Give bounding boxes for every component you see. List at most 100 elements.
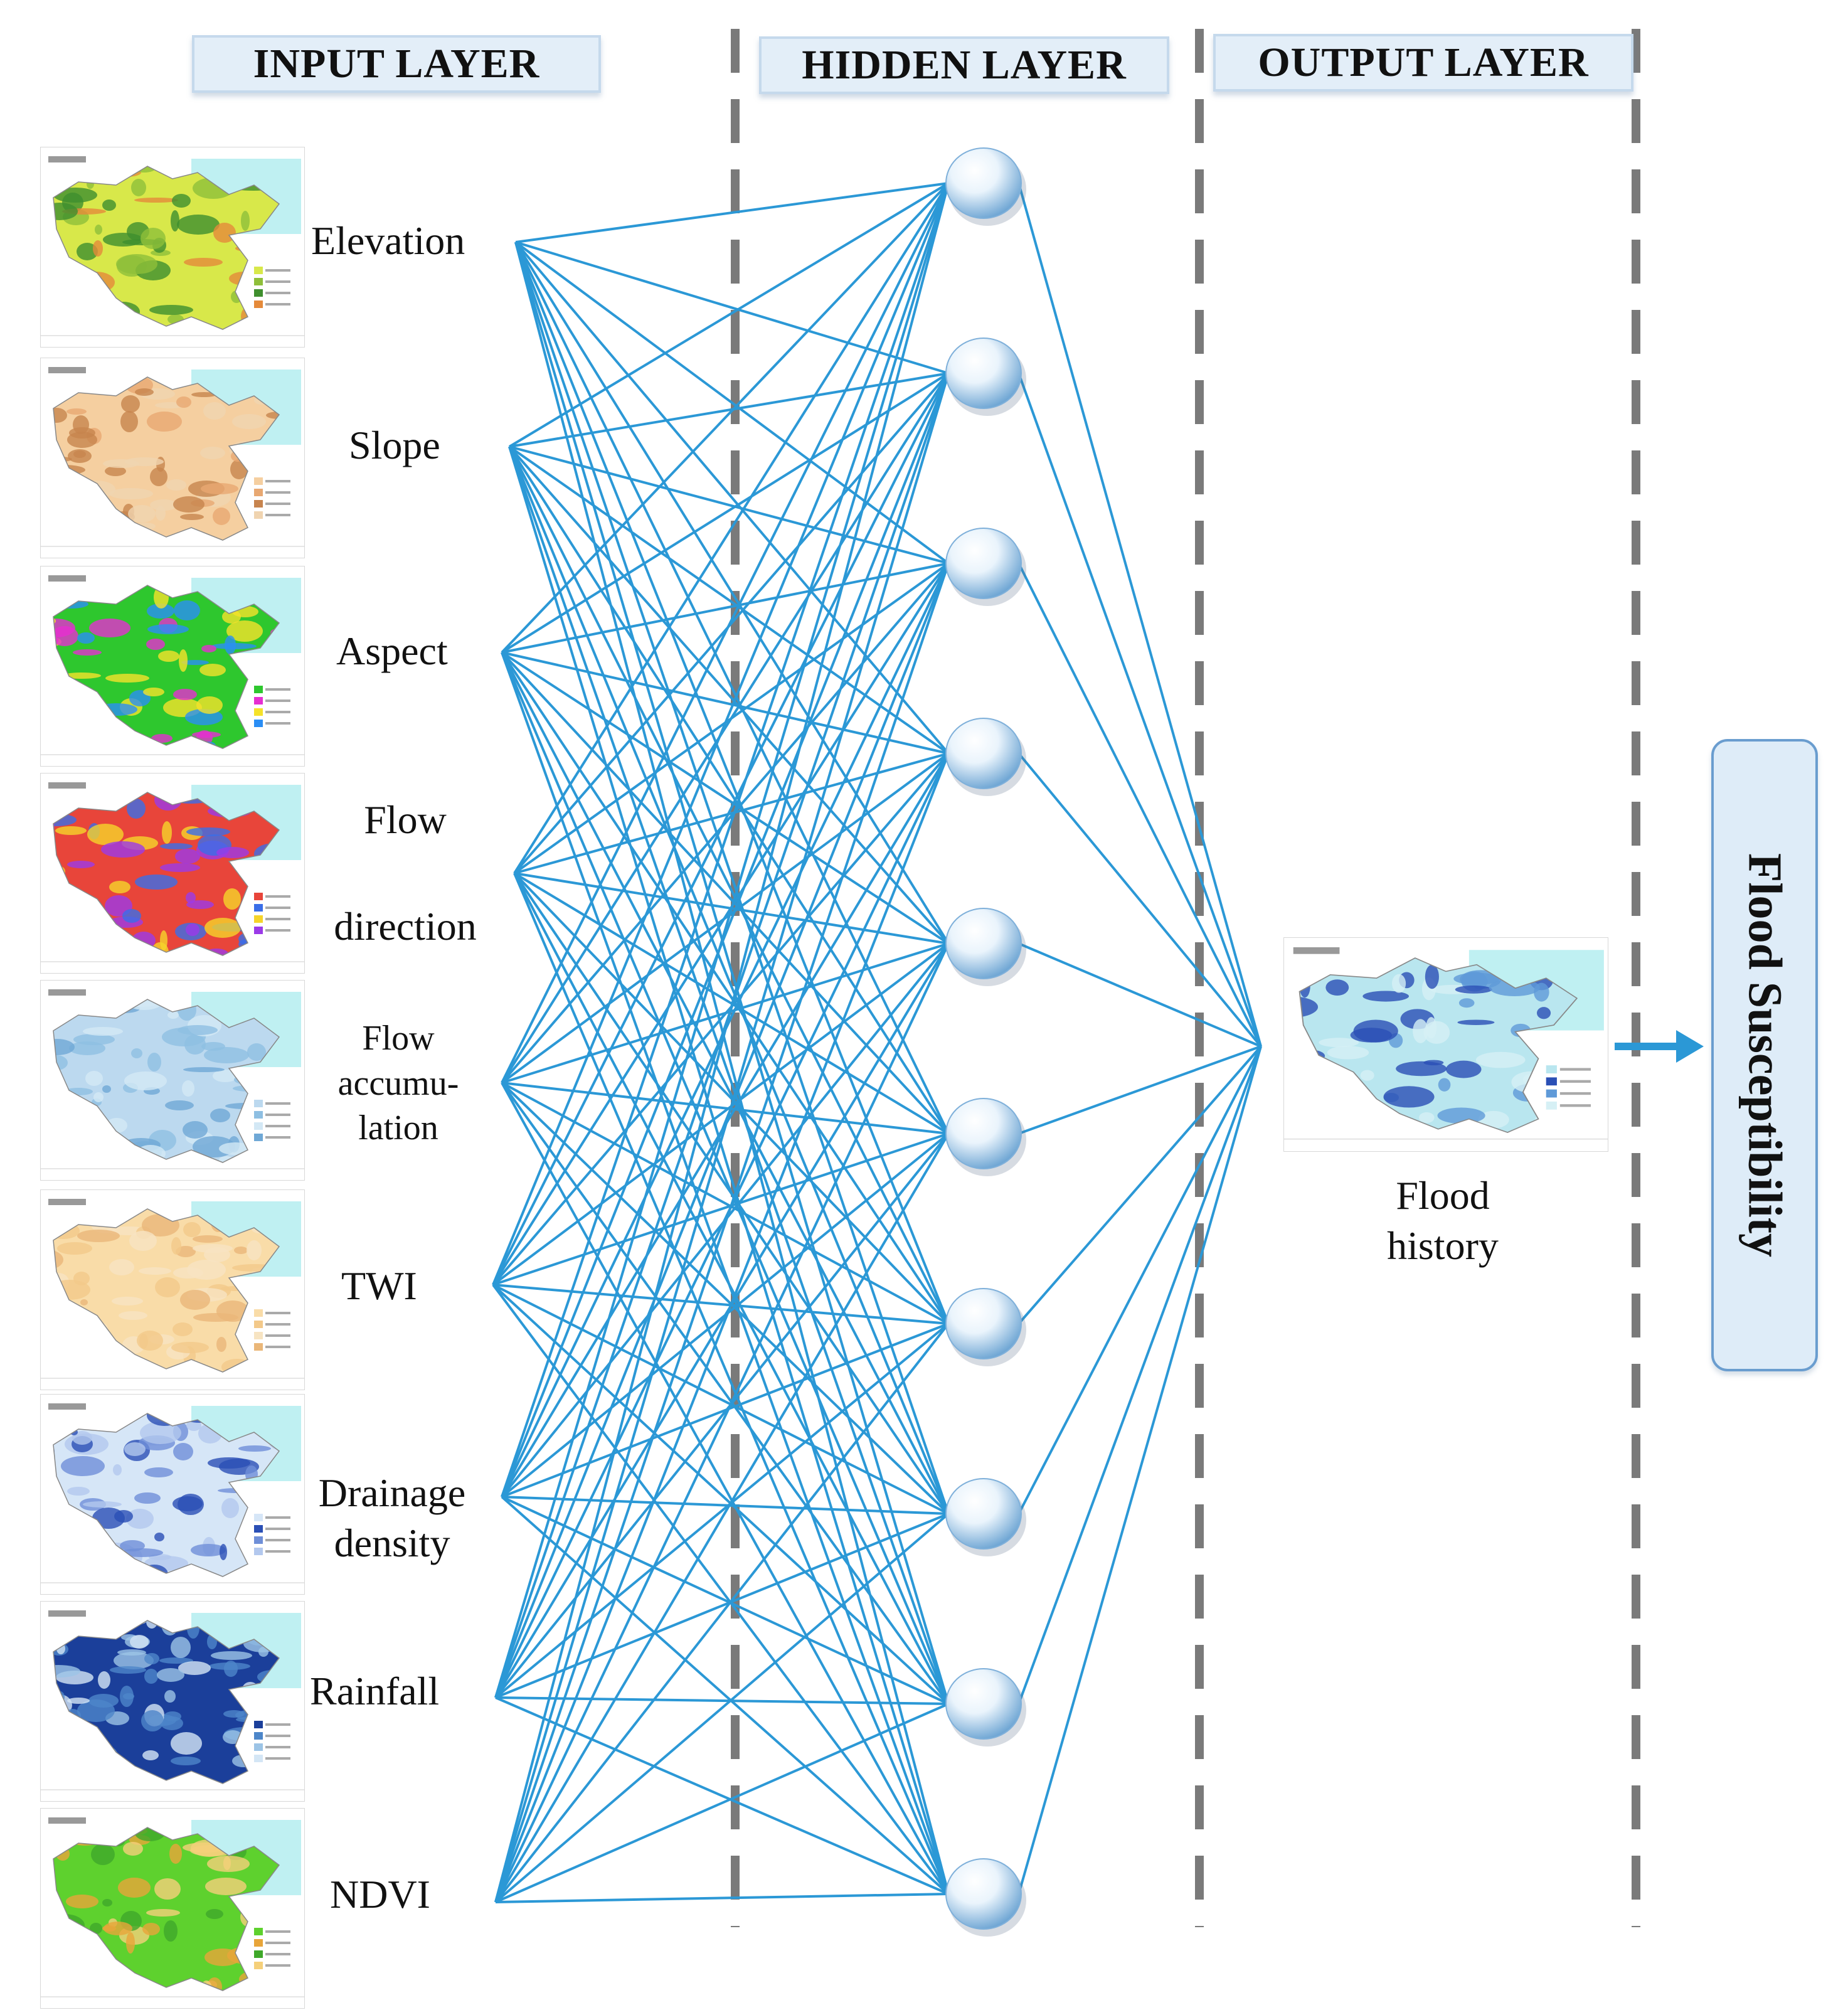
- map-texture-patch: [183, 1067, 225, 1072]
- map-scale-bar: [48, 367, 86, 373]
- map-texture-patch: [186, 892, 196, 903]
- map-texture-patch: [128, 505, 156, 523]
- map-texture-patch: [53, 1665, 80, 1678]
- map-outline: [53, 376, 280, 541]
- input-label-flow-accumulation: Flow accumu- lation: [320, 1016, 477, 1151]
- map-texture-patch: [73, 450, 86, 458]
- map-texture-patch: [187, 1260, 226, 1280]
- map-texture-patch: [146, 639, 165, 650]
- output-map-flood-history: [1283, 937, 1608, 1152]
- input-label-flow-accumulation-line3: lation: [358, 1109, 438, 1148]
- edge-input-2-hidden-10: [508, 446, 950, 1895]
- map-texture-patch: [1327, 1046, 1369, 1060]
- map-texture-patch: [62, 673, 101, 679]
- map-texture-patch: [225, 635, 236, 654]
- map-scale-bar: [48, 1403, 86, 1410]
- map-texture-patch: [164, 1920, 178, 1942]
- edge-input-1-hidden-1: [515, 182, 949, 243]
- map-texture-patch: [73, 1272, 90, 1285]
- input-map-7: [40, 1394, 305, 1595]
- map-texture-patch: [102, 199, 116, 211]
- map-texture-patch: [109, 1259, 134, 1275]
- map-texture-patch: [191, 1544, 226, 1556]
- map-texture-patch: [1478, 1110, 1509, 1129]
- edge-input-1-hidden-4: [514, 241, 950, 755]
- map-texture-patch: [204, 1047, 249, 1063]
- edge-input-2-hidden-8: [508, 446, 950, 1514]
- edge-input-1-hidden-3: [514, 241, 950, 565]
- map-texture-patch: [1455, 985, 1492, 994]
- map-legend-swatch: [254, 1721, 263, 1728]
- map-texture-patch: [120, 1540, 145, 1551]
- map-texture-patch: [216, 847, 249, 858]
- map-legend-swatch: [254, 708, 263, 716]
- map-texture-patch: [93, 240, 103, 257]
- map-texture-patch: [173, 496, 204, 513]
- map-texture-patch: [1536, 1007, 1551, 1019]
- input-label-rainfall: Rainfall: [310, 1669, 440, 1713]
- map-legend-swatch: [254, 1536, 263, 1544]
- edge-input-4-hidden-10: [513, 873, 950, 1895]
- map-legend-swatch: [254, 500, 263, 508]
- map-texture-patch: [73, 649, 102, 656]
- map-legend-swatch: [254, 1962, 263, 1969]
- edge-input-6-hidden-2: [492, 373, 950, 1285]
- edge-input-3-hidden-7: [501, 651, 950, 1325]
- map-legend-text: [265, 1550, 290, 1553]
- map-texture-patch: [160, 863, 200, 872]
- map-texture-patch: [172, 194, 191, 208]
- edge-input-1-hidden-2: [515, 241, 949, 375]
- map-legend-swatch: [254, 1950, 263, 1958]
- map-texture-patch: [53, 619, 75, 637]
- map-texture-patch: [223, 888, 241, 910]
- map-texture-patch: [247, 1043, 266, 1061]
- map-texture-patch: [129, 1231, 157, 1251]
- edge-input-8-hidden-9: [495, 1696, 949, 1705]
- edge-input-8-hidden-4: [494, 753, 950, 1698]
- map-texture-patch: [149, 305, 193, 315]
- map-legend-swatch: [254, 697, 263, 705]
- map-texture-patch: [91, 1844, 115, 1865]
- map-texture-patch: [1299, 996, 1319, 1018]
- map-texture-patch: [204, 1247, 230, 1262]
- map-texture-patch: [205, 1878, 247, 1895]
- map-texture-patch: [1425, 964, 1439, 989]
- edge-hidden-5-output: [1018, 942, 1261, 1048]
- map-texture-patch: [216, 1337, 226, 1352]
- map-legend-text: [265, 1539, 290, 1541]
- map-graphic: [41, 981, 304, 1180]
- map-scale-bar: [48, 1199, 86, 1205]
- edge-input-8-hidden-7: [494, 1322, 950, 1699]
- edge-input-9-hidden-9: [495, 1703, 949, 1903]
- edge-input-5-hidden-7: [501, 1082, 949, 1325]
- map-texture-patch: [199, 664, 226, 676]
- layer-dividers: [731, 29, 1640, 1927]
- map-graphic: [41, 147, 304, 347]
- edge-input-2-hidden-6: [508, 445, 950, 1135]
- map-texture-patch: [210, 1109, 230, 1122]
- edge-input-2-hidden-1: [508, 182, 950, 448]
- map-texture-patch: [178, 1661, 211, 1675]
- map-legend-text: [265, 491, 290, 494]
- edge-input-7-hidden-8: [501, 1496, 949, 1515]
- map-texture-patch: [77, 632, 95, 644]
- edge-input-5-hidden-2: [501, 372, 950, 1084]
- map-texture-patch: [1437, 1107, 1485, 1124]
- map-texture-patch: [155, 1277, 180, 1297]
- map-legend-text: [265, 514, 290, 516]
- map-legend-text: [265, 895, 290, 898]
- map-legend-text: [265, 1334, 290, 1337]
- edge-input-9-hidden-6: [494, 1132, 950, 1903]
- hidden-layer-header: HIDDEN LAYER: [759, 36, 1169, 94]
- map-texture-patch: [61, 1456, 105, 1476]
- flood-susceptibility-box: Flood Susceptibility: [1711, 739, 1818, 1371]
- map-texture-patch: [72, 1431, 92, 1445]
- map-texture-patch: [213, 223, 236, 243]
- map-texture-patch: [101, 841, 145, 858]
- map-legend-swatch: [254, 1928, 263, 1935]
- input-label-flow-accumulation-line1: Flow: [362, 1019, 435, 1058]
- map-texture-patch: [142, 1923, 160, 1935]
- map-scale-bar: [48, 156, 86, 162]
- edge-input-1-hidden-9: [514, 242, 950, 1704]
- edge-input-1-hidden-6: [514, 242, 950, 1134]
